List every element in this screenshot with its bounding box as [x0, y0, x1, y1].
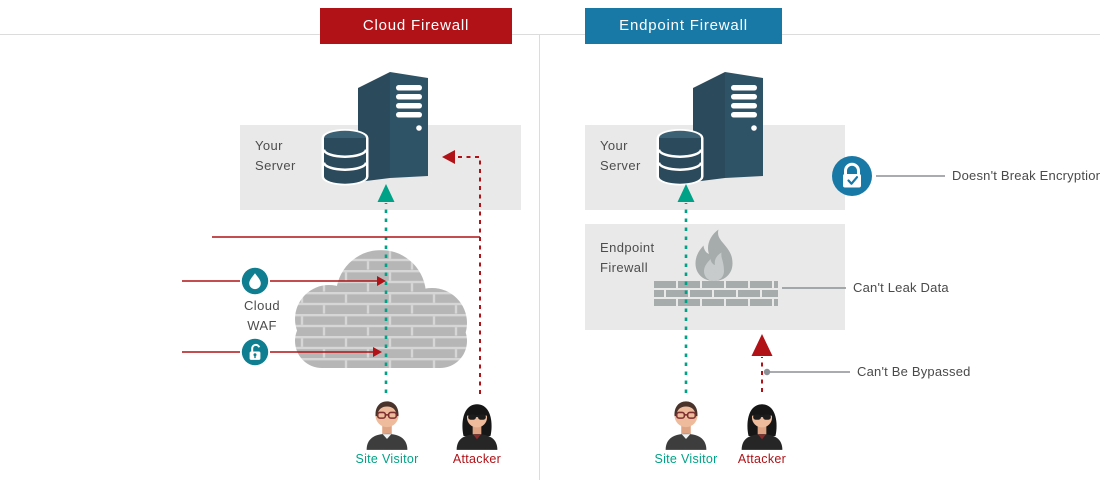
server-icon	[321, 72, 428, 186]
attacker-avatar	[456, 404, 498, 450]
endpoint-firewall-header: Endpoint Firewall	[585, 8, 782, 44]
brick-wall-icon	[654, 281, 778, 306]
blocked-attacker-arrow	[751, 334, 773, 392]
broken-encryption-unlock-icon	[241, 338, 269, 366]
attacker-label: Attacker	[737, 452, 787, 466]
database-icon	[322, 130, 368, 184]
site-visitor-avatar	[665, 401, 707, 450]
leak-droplet-icon	[241, 267, 269, 295]
your-server-label: Your Server	[255, 138, 296, 173]
panel-divider-line	[539, 34, 540, 480]
server-vents-icon	[731, 85, 757, 131]
annotation-cant-leak-data: Can't Leak Data	[853, 280, 949, 295]
site-visitor-label: Site Visitor	[654, 452, 718, 466]
cloud-firewall-header: Cloud Firewall	[320, 8, 512, 44]
glasses-icon	[675, 411, 697, 419]
database-icon	[657, 130, 703, 184]
attacker-avatar	[741, 404, 783, 450]
cloud-waf-label: Cloud WAF	[244, 298, 280, 333]
your-server-label: Your Server	[600, 138, 641, 173]
cant-be-bypassed-line	[763, 368, 850, 376]
endpoint-firewall-label: Endpoint Firewall	[600, 240, 655, 275]
site-visitor-avatar	[366, 401, 408, 450]
encryption-lock-icon	[832, 156, 872, 196]
server-vents-icon	[396, 85, 422, 131]
flame-icon	[695, 229, 733, 281]
cloud-waf-icon	[295, 250, 467, 368]
sunglasses-icon	[468, 414, 486, 420]
annotation-cant-be-bypassed: Can't Be Bypassed	[857, 364, 971, 379]
sunglasses-icon	[753, 414, 771, 420]
server-icon	[656, 72, 763, 186]
attacker-label: Attacker	[452, 452, 502, 466]
top-divider-line	[0, 34, 1100, 35]
site-visitor-label: Site Visitor	[355, 452, 419, 466]
glasses-icon	[376, 411, 398, 419]
annotation-doesnt-break-encryption: Doesn't Break Encryption	[952, 168, 1100, 183]
